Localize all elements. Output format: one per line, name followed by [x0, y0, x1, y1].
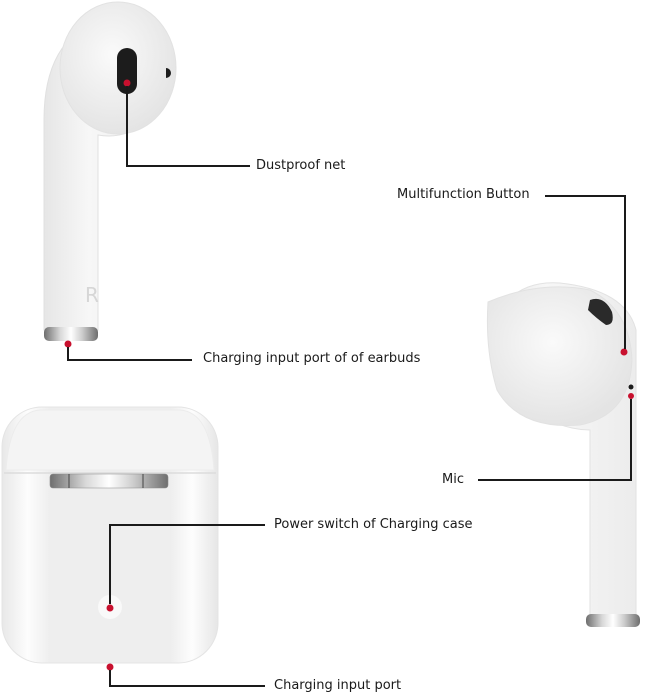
dustproof-net-leader [126, 86, 250, 167]
right-earbud-illustration [486, 282, 640, 627]
case-charging-port-leader [109, 670, 265, 687]
case-power-switch-leader [109, 524, 265, 604]
left-earbud-illustration: R [43, 1, 177, 348]
earbud-charging-port-label: Charging input port of of earbuds [203, 351, 421, 366]
multifunction-button-leader [545, 195, 626, 349]
leader-lines [67, 86, 632, 687]
svg-text:R: R [85, 283, 99, 307]
multifunction-button-label: Multifunction Button [397, 187, 530, 202]
case-power-switch-label: Power switch of Charging case [274, 517, 473, 532]
mic-leader [478, 399, 632, 481]
case-charging-port-label: Charging input port [274, 678, 402, 693]
mic-label: Mic [442, 472, 464, 487]
dustproof-net-label: Dustproof net [256, 158, 346, 173]
earbud-charging-port-leader [67, 347, 192, 361]
